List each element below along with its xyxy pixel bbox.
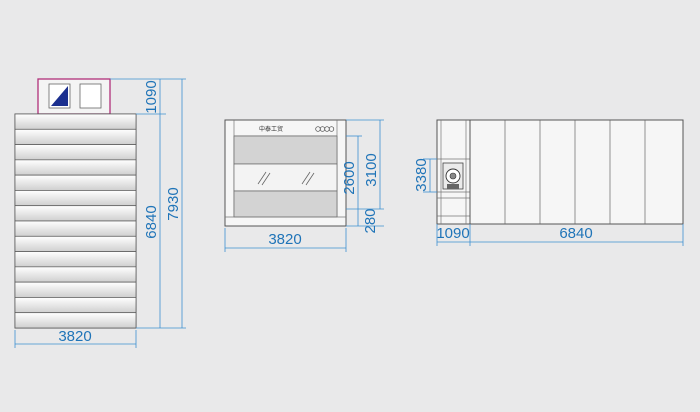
front-logo-rings bbox=[315, 126, 335, 132]
top-booth-slats bbox=[14, 113, 137, 329]
front-window bbox=[233, 163, 338, 192]
top-booth-slat bbox=[14, 113, 137, 130]
top-booth-slat bbox=[14, 144, 137, 161]
side-fan-motor bbox=[442, 162, 464, 190]
side-booth-seams bbox=[504, 120, 646, 224]
front-brand-text: 中泰工贸 bbox=[259, 125, 283, 133]
top-width-dim: 3820 bbox=[58, 328, 91, 345]
top-booth-slat bbox=[14, 159, 137, 176]
top-booth-slat bbox=[14, 174, 137, 191]
top-booth-slat bbox=[14, 128, 137, 145]
top-booth-slat bbox=[14, 235, 137, 252]
top-fan-right-panel bbox=[79, 83, 102, 109]
top-total-length-dim: 7930 bbox=[165, 187, 182, 220]
top-booth-length-dim: 6840 bbox=[143, 205, 160, 238]
side-fan-depth-dim: 1090 bbox=[436, 225, 469, 242]
top-booth-slat bbox=[14, 220, 137, 237]
front-door-height-dim: 2600 bbox=[341, 161, 358, 194]
front-base-height-dim: 280 bbox=[362, 208, 379, 233]
front-window-glare bbox=[257, 171, 315, 186]
front-total-height-dim: 3100 bbox=[363, 153, 380, 186]
top-booth-slat bbox=[14, 281, 137, 298]
top-view: 3820 1090 6840 7930 bbox=[14, 78, 186, 348]
side-booth-length-dim: 6840 bbox=[559, 225, 592, 242]
top-booth-slat bbox=[14, 251, 137, 268]
top-fan-depth-dim: 1090 bbox=[143, 80, 160, 113]
top-booth-slat bbox=[14, 266, 137, 283]
top-booth-slat bbox=[14, 190, 137, 207]
front-lower-panel bbox=[233, 190, 338, 218]
top-booth-slat bbox=[14, 297, 137, 314]
side-view: 1090 6840 3380 bbox=[413, 119, 684, 246]
front-upper-panel bbox=[233, 135, 338, 165]
side-booth-body bbox=[469, 119, 684, 225]
side-height-dim: 3380 bbox=[413, 158, 430, 191]
front-width-dim: 3820 bbox=[268, 231, 301, 248]
top-fan-blue-wedge bbox=[51, 86, 68, 106]
front-view: 中泰工贸 3820 2600 280 bbox=[224, 119, 384, 252]
top-booth-slat bbox=[14, 205, 137, 222]
top-booth-slat bbox=[14, 312, 137, 329]
